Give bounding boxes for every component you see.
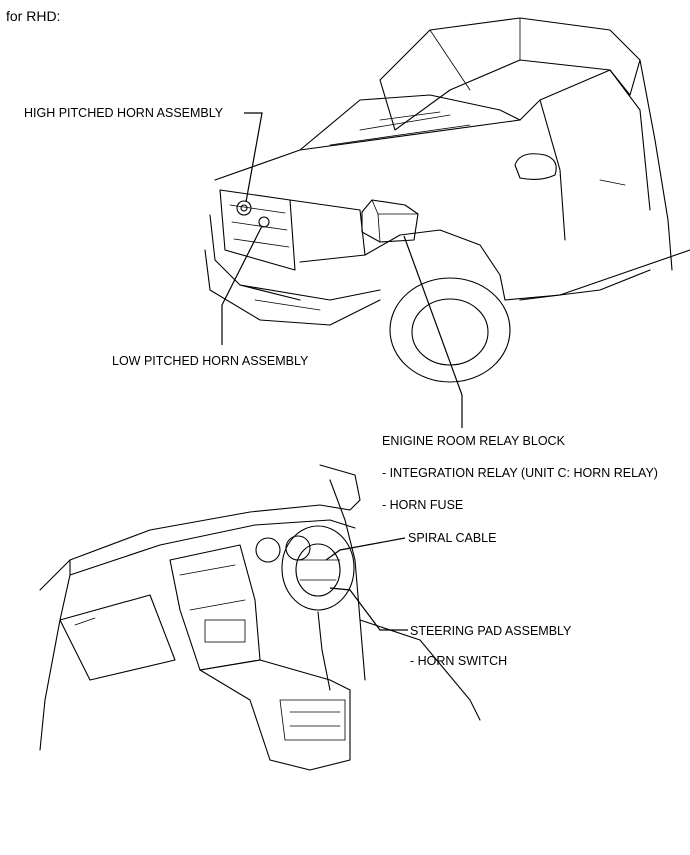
interior-drawing bbox=[39, 464, 481, 771]
leader-high-horn bbox=[244, 112, 263, 203]
spiral-cable-label: SPIRAL CABLE bbox=[408, 531, 497, 545]
low-horn-label: LOW PITCHED HORN ASSEMBLY bbox=[112, 354, 309, 368]
steering-pad-shape bbox=[295, 543, 341, 597]
integration-relay-label: - INTEGRATION RELAY (UNIT C: HORN RELAY) bbox=[382, 466, 658, 480]
vehicle-drawing bbox=[204, 17, 690, 383]
low-horn-shape bbox=[258, 216, 270, 228]
leader-relay-block bbox=[403, 235, 463, 428]
leader-spiral-cable bbox=[325, 537, 406, 561]
steering-pad-label: STEERING PAD ASSEMBLY bbox=[410, 624, 572, 638]
page-heading: for RHD: bbox=[6, 8, 61, 24]
horn-fuse-label: - HORN FUSE bbox=[382, 498, 464, 512]
leader-steering-pad bbox=[329, 587, 408, 631]
high-horn-label: HIGH PITCHED HORN ASSEMBLY bbox=[24, 106, 224, 120]
high-horn-shape bbox=[236, 200, 252, 216]
leader-lines bbox=[221, 112, 463, 631]
relay-block-shape bbox=[361, 199, 419, 243]
relay-block-label: ENIGINE ROOM RELAY BLOCK bbox=[382, 434, 565, 448]
leader-low-horn bbox=[221, 225, 263, 345]
steering-wheel-shape bbox=[281, 525, 355, 611]
horn-switch-label: - HORN SWITCH bbox=[410, 654, 508, 668]
